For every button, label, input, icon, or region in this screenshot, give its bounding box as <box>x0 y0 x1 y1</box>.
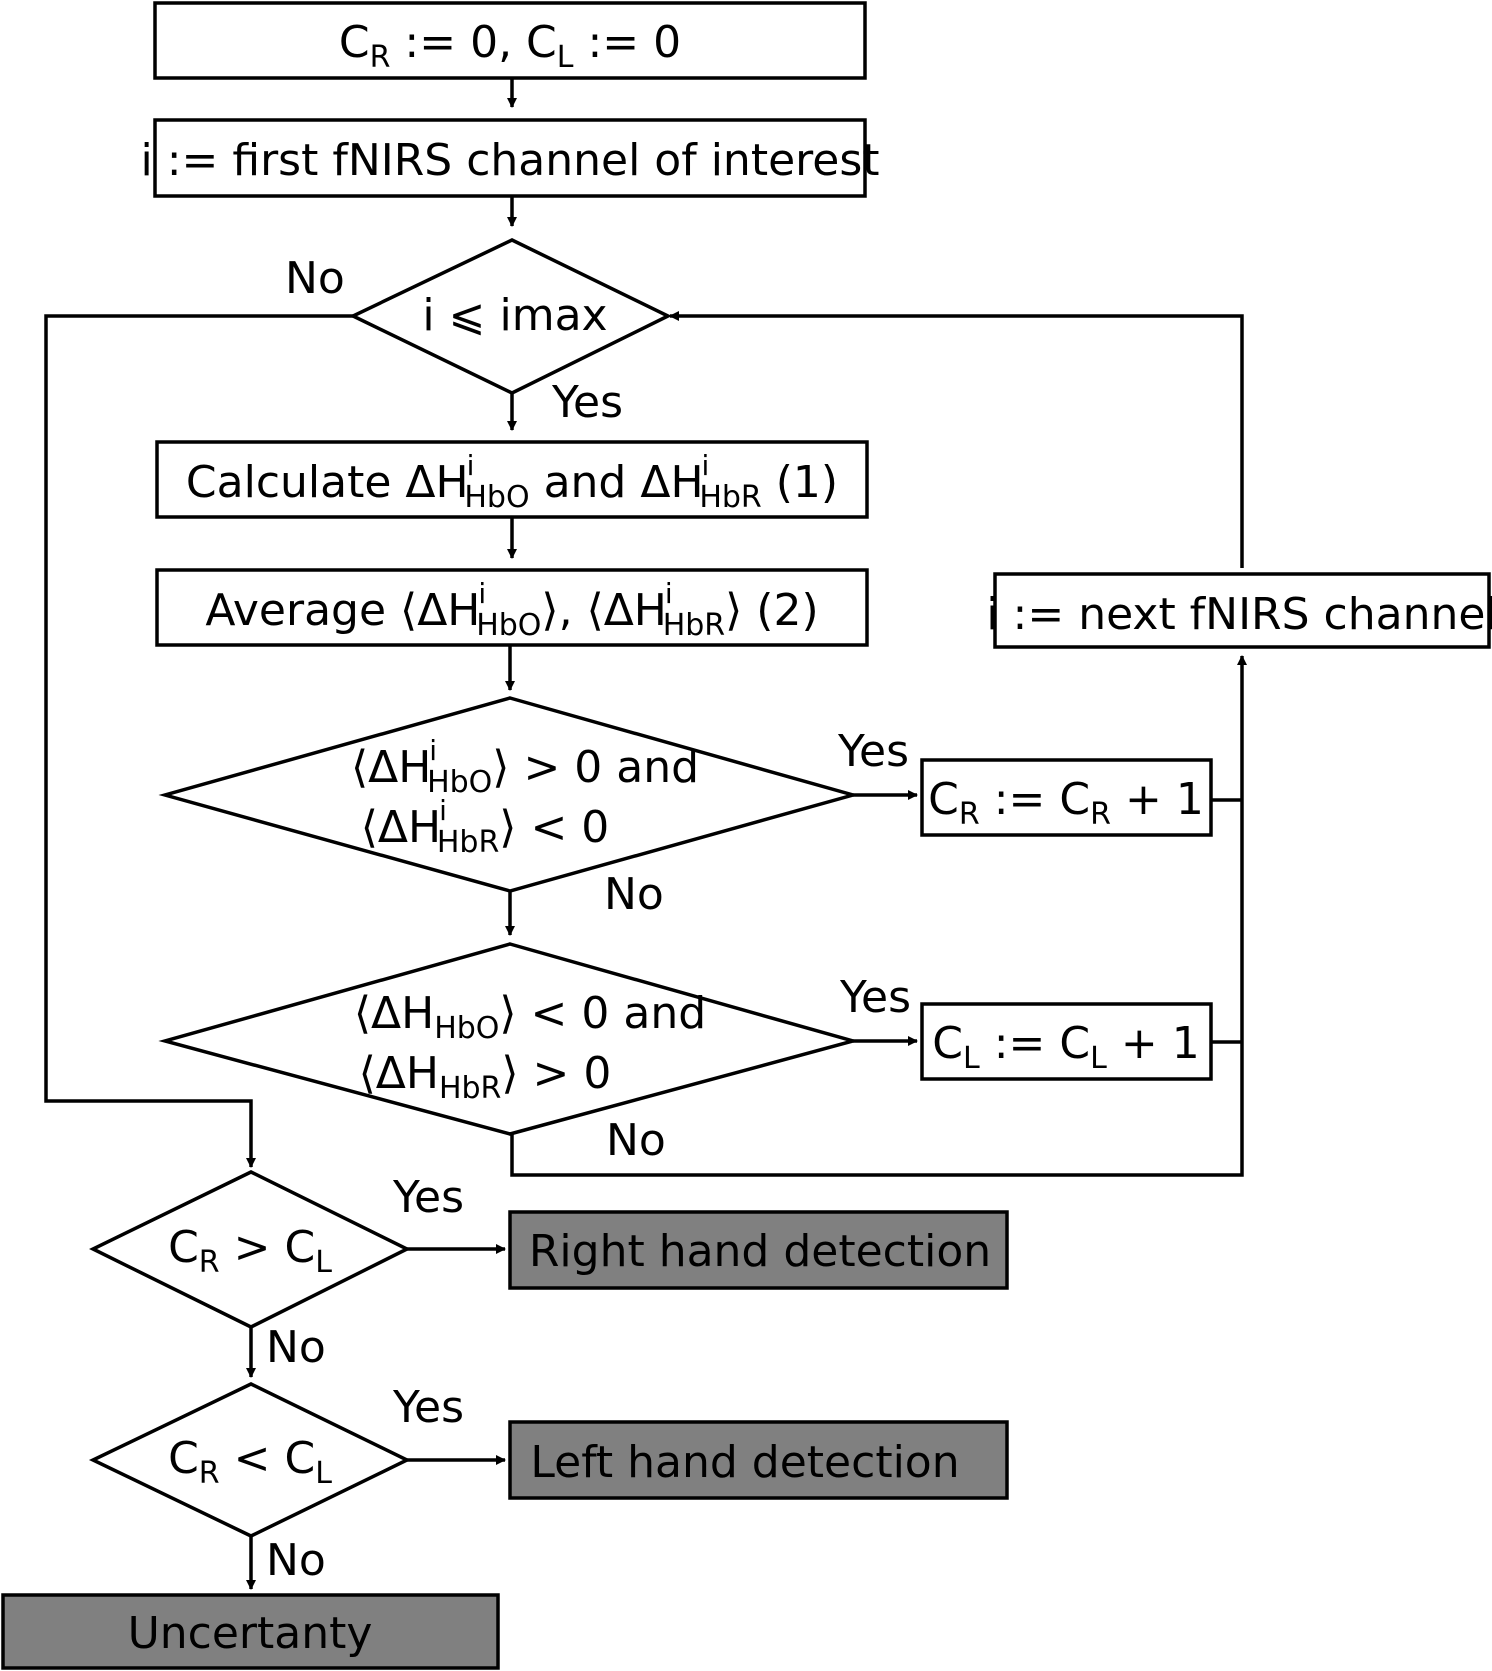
increment-left-label: CL := CL + 1 <box>932 1018 1199 1076</box>
compare-less-label: CR < CL <box>168 1433 332 1491</box>
condition-left-no-label: No <box>606 1115 666 1166</box>
condition-left-line2: ⟨ΔHHbR⟩ > 0 <box>359 1048 612 1106</box>
compare-greater-no-label: No <box>266 1322 326 1373</box>
right-hand-detection-label: Right hand detection <box>529 1226 991 1277</box>
condition-right-yes-label: Yes <box>837 726 909 777</box>
condition-left-line1: ⟨ΔHHbO⟩ < 0 and <box>354 988 706 1046</box>
loop-yes-label: Yes <box>551 377 623 428</box>
compare-less-no-label: No <box>266 1535 326 1586</box>
increment-right-label: CR := CR + 1 <box>928 774 1204 832</box>
loop-condition-diamond: i ⩽ imax <box>348 238 672 395</box>
edge-next-to-loop <box>669 311 1244 568</box>
increment-left-box: CL := CL + 1 <box>920 1002 1213 1081</box>
compare-less-diamond: CR < CL <box>88 1382 411 1538</box>
edge-loop-no <box>44 314 353 1168</box>
condition-right-no-label: No <box>604 869 664 920</box>
next-channel-label: i := next fNIRS channel <box>986 589 1492 640</box>
compare-greater-diamond: CR > CL <box>89 1170 411 1329</box>
condition-left-yes-label: Yes <box>839 972 911 1023</box>
increment-right-box: CR := CR + 1 <box>920 758 1213 837</box>
init-label: CR := 0, CL := 0 <box>339 17 681 75</box>
compare-greater-label: CR > CL <box>168 1222 332 1280</box>
edge-labels: No Yes Yes No Yes No Yes No Yes No <box>266 253 911 1586</box>
compare-less-yes-label: Yes <box>392 1382 464 1433</box>
edge-cond-left-no <box>510 655 1247 1177</box>
compare-greater-yes-label: Yes <box>392 1172 464 1223</box>
first-channel-label: i := first fNIRS channel of interest <box>140 135 879 186</box>
left-hand-detection-box: Left hand detection <box>508 1420 1009 1500</box>
first-channel-box: i := first fNIRS channel of interest <box>140 118 880 198</box>
connectors <box>44 78 1247 1590</box>
init-box: CR := 0, CL := 0 <box>153 1 867 80</box>
left-hand-detection-label: Left hand detection <box>530 1437 959 1488</box>
right-hand-detection-box: Right hand detection <box>508 1210 1009 1290</box>
next-channel-box: i := next fNIRS channel <box>986 572 1492 649</box>
loop-no-label: No <box>285 253 345 304</box>
condition-left-diamond: ⟨ΔHHbO⟩ < 0 and ⟨ΔHHbR⟩ > 0 <box>158 942 860 1136</box>
loop-condition-label: i ⩽ imax <box>422 290 607 341</box>
uncertainty-label: Uncertanty <box>128 1608 373 1659</box>
uncertainty-box: Uncertanty <box>1 1593 500 1670</box>
